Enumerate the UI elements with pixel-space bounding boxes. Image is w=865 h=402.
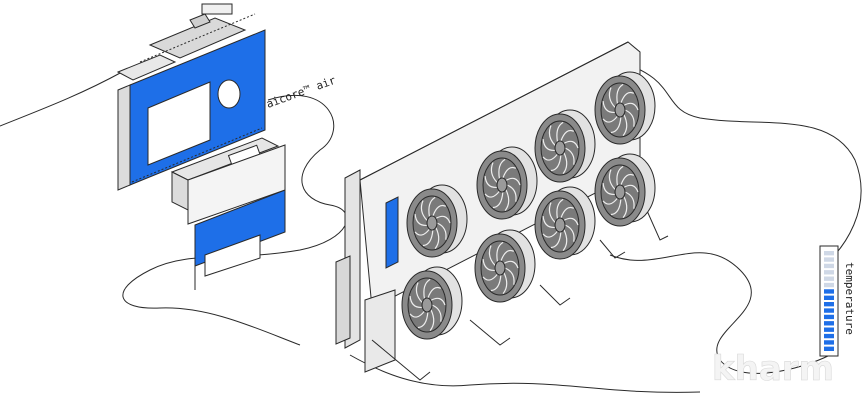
card-blue-panel <box>194 189 286 267</box>
gauge-segment <box>824 270 834 275</box>
fan-3 <box>534 109 596 183</box>
gauge-segment <box>824 308 834 313</box>
temperature-gauge <box>819 245 839 357</box>
rig-blue-strip <box>385 196 399 269</box>
gauge-segment <box>824 346 834 351</box>
gauge-segments <box>824 251 834 351</box>
cable-to-gauge <box>619 61 862 261</box>
cable-left <box>0 71 123 127</box>
gauge-segment <box>824 276 834 281</box>
gauge-segment <box>824 327 834 332</box>
product-label: aicore™ air <box>265 74 338 111</box>
fan-5 <box>401 266 463 340</box>
controller-board <box>116 3 266 191</box>
watermark-logo: kharm <box>712 349 834 389</box>
gauge-segment <box>824 282 834 288</box>
fan-8 <box>594 153 656 227</box>
board-round-port <box>217 79 241 109</box>
board-screen <box>147 81 211 166</box>
gauge-label: temperature <box>843 262 856 335</box>
gauge-segment <box>824 321 834 326</box>
gauge-frame <box>819 245 839 357</box>
gauge-segment <box>824 302 834 307</box>
fan-array <box>401 71 656 340</box>
fan-2 <box>476 146 538 220</box>
gauge-segment <box>824 295 834 300</box>
gauge-segment <box>824 251 834 256</box>
gauge-segment <box>824 289 834 294</box>
gauge-segment <box>824 257 834 262</box>
fan-4 <box>594 71 656 145</box>
gauge-segment <box>824 314 834 320</box>
fan-6 <box>474 229 536 303</box>
fan-1 <box>406 184 468 258</box>
gauge-segment <box>824 263 834 269</box>
fan-7 <box>534 186 596 260</box>
cable-bottom-right <box>609 252 831 374</box>
gauge-segment <box>824 340 834 345</box>
interface-card <box>170 137 286 290</box>
cable-board-to-card <box>122 94 348 346</box>
cable-bottom-left <box>349 354 701 393</box>
gauge-segment <box>824 333 834 339</box>
